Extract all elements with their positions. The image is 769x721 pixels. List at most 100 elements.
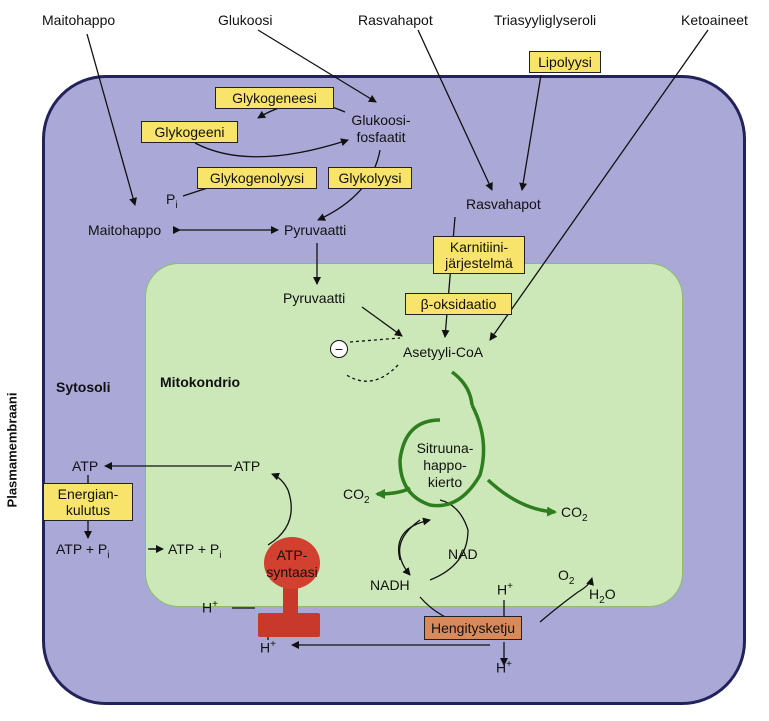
co2-right-label: CO2 <box>561 505 588 524</box>
glycogenesis-box: Glykogeneesi <box>215 87 334 109</box>
atp-cytosol-label: ATP <box>72 458 99 474</box>
carnitine-line2: järjestelmä <box>445 255 513 271</box>
arrow-pyruvate-acetyl <box>361 306 403 337</box>
glycolysis-box: Glykolyysi <box>328 167 412 189</box>
h2o-label: H2O <box>589 587 616 606</box>
adp-pi-cytosol-sub: i <box>107 549 110 561</box>
arrow-nadh-nad <box>429 499 469 581</box>
pi-label: Pi <box>166 192 178 211</box>
mitochondrion-label: Mitokondrio <box>160 374 241 390</box>
carnitine-line1: Karnitiini- <box>449 239 509 255</box>
glycolysis-text: Glykolyysi <box>338 170 402 186</box>
inhibition-symbol: − <box>330 340 348 358</box>
carnitine-box: Karnitiini- järjestelmä <box>433 236 525 274</box>
atp-synthase-label: ATP- syntaasi <box>266 547 317 581</box>
lipolysis-box: Lipolyysi <box>529 51 601 73</box>
acetyl-coa-label: Asetyyli-CoA <box>403 344 484 360</box>
h-plus-bottom-sup: + <box>270 639 276 650</box>
arrow-inhibition <box>344 364 399 382</box>
arrow-fatty-acetyl <box>441 216 456 338</box>
mitochondrion <box>145 263 683 607</box>
co2-left-c: CO <box>343 486 364 502</box>
glycogenolysis-box: Glykogenolyysi <box>197 167 317 189</box>
krebs-co2-left <box>375 486 411 499</box>
glucose-phosphates-line2: fosfaatit <box>356 129 406 145</box>
h2o-sub: 2 <box>599 594 605 606</box>
citric-line3: kierto <box>427 474 463 490</box>
citric-acid-cycle-label: Sitruuna- happo- kierto <box>417 440 474 491</box>
beta-oxidation-text: β-oksidaatio <box>420 296 497 312</box>
energy-use-line2: kulutus <box>65 502 111 518</box>
h-plus-out-label: H+ <box>496 660 512 675</box>
respiratory-chain-text: Hengitysketju <box>431 620 516 636</box>
atp-mito-label: ATP <box>234 458 261 474</box>
krebs-entry-arrow <box>450 370 474 406</box>
glycogenolysis-text: Glykogenolyysi <box>209 170 305 186</box>
h-plus-out-h: H <box>496 659 507 676</box>
top-triglyceride-label: Triasyyliglyseroli <box>494 12 597 28</box>
arrow-o2-h2o <box>539 577 594 623</box>
respiratory-chain-box: Hengitysketju <box>424 616 523 640</box>
top-glucose-label: Glukoosi <box>218 12 273 28</box>
arrow-ketones <box>489 29 709 341</box>
pi-p: P <box>166 191 176 207</box>
inhibition-line <box>349 337 401 343</box>
h-plus-synthase-sup: + <box>212 599 218 610</box>
atp-synthase-line1: ATP- <box>276 547 308 563</box>
co2-right-c: CO <box>561 504 582 520</box>
mito-pyruvate-label: Pyruvaatti <box>283 290 346 306</box>
arrow-lactate-in <box>86 33 137 206</box>
glycogen-text: Glykogeeni <box>154 124 225 140</box>
krebs-cycle-arrow <box>398 404 486 508</box>
h-plus-synthase-h: H <box>202 599 213 616</box>
lipolysis-text: Lipolyysi <box>538 54 592 70</box>
glycogen-box: Glykogeeni <box>141 121 238 143</box>
top-ketones-label: Ketoaineet <box>681 12 748 28</box>
adp-pi-mito-label: ATP + Pi <box>168 542 221 561</box>
glucose-phosphates-line1: Glukoosi- <box>351 112 411 128</box>
citric-line2: happo- <box>423 457 467 473</box>
h-plus-chain-h: H <box>497 581 508 598</box>
pi-sub: i <box>175 199 178 211</box>
top-lactate-label: Maitohappo <box>42 12 116 28</box>
arrow-lipolysis <box>519 74 542 191</box>
plasma-membrane-label: Plasmamembraani <box>4 392 20 508</box>
arrow-synthase-atp <box>267 472 292 546</box>
h-plus-out-sup: + <box>506 659 512 670</box>
cytosol-label: Sytosoli <box>56 379 111 395</box>
h-plus-bottom-h: H <box>260 639 271 656</box>
adp-pi-mito-text: ATP + P <box>168 541 220 557</box>
arrow-fatty-in <box>417 29 493 191</box>
citric-line1: Sitruuna- <box>416 440 474 456</box>
adp-pi-cytosol-text: ATP + P <box>56 541 108 557</box>
lactate-label: Maitohappo <box>88 222 162 238</box>
co2-left-sub: 2 <box>364 494 370 506</box>
co2-left-label: CO2 <box>343 487 370 506</box>
atp-synthase-head <box>264 537 320 589</box>
h-plus-bottom-label: H+ <box>260 640 276 655</box>
adp-pi-mito-sub: i <box>219 549 222 561</box>
o2-sub: 2 <box>568 575 575 587</box>
arrow-glycogenolysis <box>194 138 349 158</box>
nadh-label: NADH <box>370 577 410 593</box>
h2o-o: O <box>604 586 616 602</box>
arrow-glycolysis <box>317 149 381 221</box>
o2-label: O2 <box>558 568 574 587</box>
beta-oxidation-box: β-oksidaatio <box>405 293 512 315</box>
energy-use-box: Energian- kulutus <box>43 483 133 521</box>
h-plus-chain-label: H+ <box>497 582 513 597</box>
o2-o: O <box>558 567 569 583</box>
krebs-co2-right <box>486 478 557 517</box>
h2o-h: H <box>589 586 600 602</box>
arrow-glucose-in <box>257 29 377 103</box>
co2-right-sub: 2 <box>582 512 588 524</box>
fatty-acids-label: Rasvahapot <box>466 196 541 212</box>
pyruvate-label: Pyruvaatti <box>284 222 347 238</box>
arrow-krebs-nadh <box>398 517 431 561</box>
adp-pi-cytosol-label: ATP + Pi <box>56 542 109 561</box>
glycogenesis-text: Glykogeneesi <box>232 90 317 106</box>
h-plus-synthase-label: H+ <box>202 600 218 615</box>
energy-use-line1: Energian- <box>57 486 119 502</box>
atp-synthase-base <box>258 613 320 637</box>
glucose-phosphates-label: Glukoosi- fosfaatit <box>351 112 410 146</box>
